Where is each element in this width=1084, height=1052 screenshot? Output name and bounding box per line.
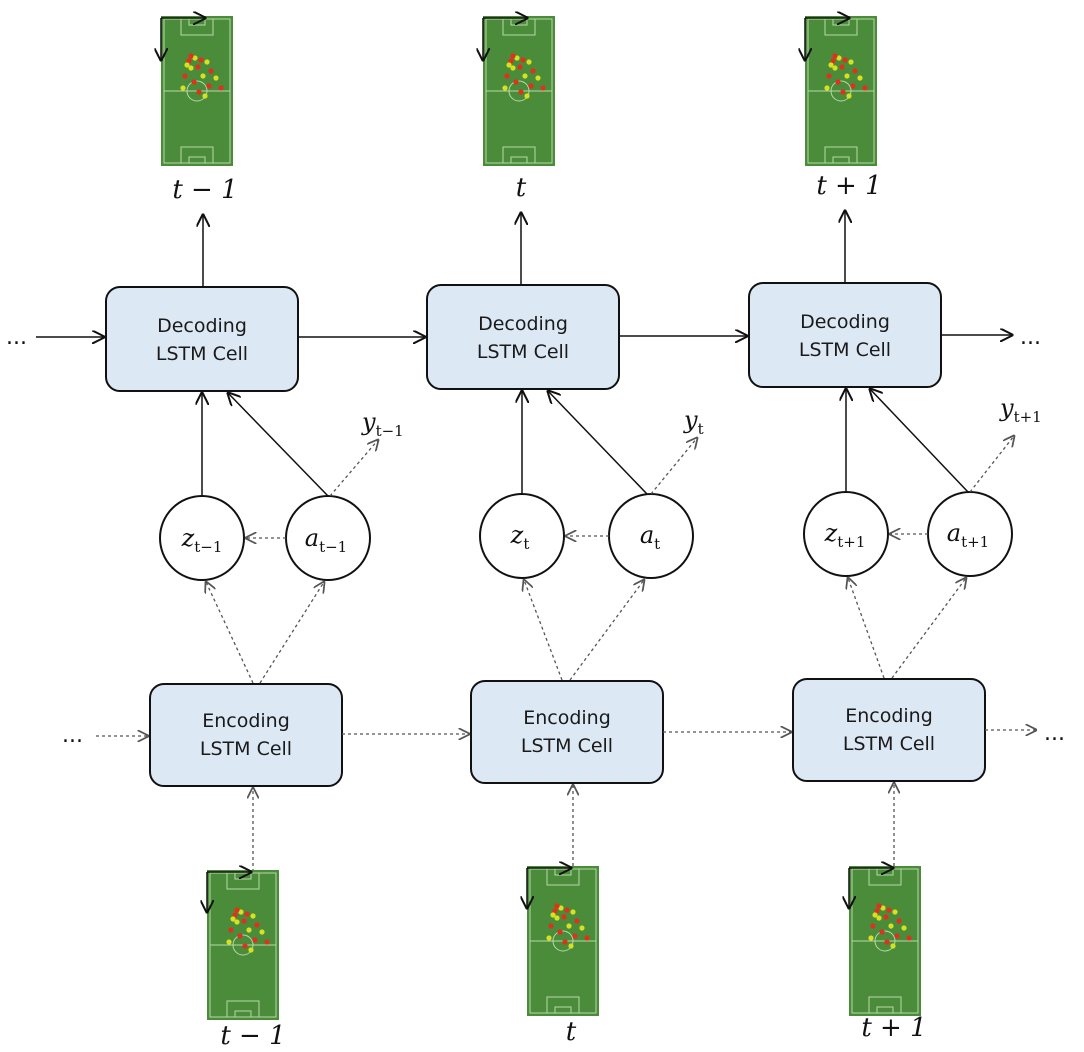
top-time-label-prev: t − 1 — [172, 175, 237, 205]
a-to-decoder-arrow-next — [870, 389, 969, 493]
encoder-to-z-arrow-prev — [206, 582, 254, 684]
encoding-cell-prev: Encoding LSTM Cell — [149, 683, 343, 787]
decoding-cell-label-1: Decoding — [157, 315, 247, 337]
top-time-label-next: t + 1 — [816, 171, 881, 201]
y-label-prev: yt−1 — [361, 408, 404, 440]
encoder-ellipsis-left: ... — [62, 723, 83, 748]
output-pitch-prev — [161, 16, 234, 167]
bottom-time-label-prev: t − 1 — [220, 1021, 285, 1051]
a-to-decoder-arrow-prev — [228, 393, 329, 497]
z-label-curr: zt — [510, 521, 530, 553]
decoding-cell-label-2: LSTM Cell — [477, 341, 569, 363]
decoding-cell-label-2: LSTM Cell — [156, 343, 248, 365]
bottom-time-label-next: t + 1 — [861, 1013, 926, 1043]
a-to-y-arrow-curr — [650, 438, 697, 495]
decoder-ellipsis-right: ... — [1020, 325, 1041, 350]
encoder-to-a-arrow-prev — [259, 582, 324, 684]
encoding-cell-label-1: Encoding — [202, 710, 290, 732]
encoding-cell-next: Encoding LSTM Cell — [792, 678, 986, 782]
bottom-time-label-curr: t — [566, 1017, 577, 1047]
encoder-to-z-arrow-curr — [524, 580, 563, 681]
z-label-prev: zt−1 — [181, 524, 223, 556]
encoder-ellipsis-right: ... — [1044, 721, 1065, 746]
a-to-y-arrow-prev — [329, 440, 378, 497]
y-label-next: yt+1 — [999, 394, 1042, 426]
a-label-next: at+1 — [947, 519, 989, 551]
z-label-next: zt+1 — [824, 519, 866, 551]
output-pitch-next — [805, 16, 878, 167]
a-to-decoder-arrow-curr — [548, 391, 648, 495]
input-pitch-next — [849, 866, 922, 1017]
encoding-cell-curr: Encoding LSTM Cell — [470, 680, 664, 784]
a-label-prev: at−1 — [305, 524, 347, 556]
encoder-to-a-arrow-curr — [569, 580, 644, 681]
top-time-label-curr: t — [516, 173, 527, 203]
input-pitch-prev — [207, 870, 280, 1021]
decoding-cell-prev: Decoding LSTM Cell — [105, 286, 299, 392]
encoder-to-a-arrow-next — [891, 578, 966, 679]
encoding-cell-label-2: LSTM Cell — [843, 733, 935, 755]
decoding-cell-next: Decoding LSTM Cell — [748, 282, 942, 388]
encoding-cell-label-1: Encoding — [523, 707, 611, 729]
encoding-cell-label-2: LSTM Cell — [521, 735, 613, 757]
decoding-cell-label-1: Decoding — [478, 313, 568, 335]
y-label-curr: yt — [683, 406, 704, 438]
input-pitch-curr — [527, 866, 600, 1017]
decoding-cell-label-1: Decoding — [800, 311, 890, 333]
output-pitch-curr — [483, 16, 556, 167]
a-label-curr: at — [640, 521, 660, 553]
encoding-cell-label-2: LSTM Cell — [200, 738, 292, 760]
encoding-cell-label-1: Encoding — [845, 705, 933, 727]
a-to-y-arrow-next — [969, 436, 1014, 493]
decoding-cell-label-2: LSTM Cell — [799, 339, 891, 361]
decoder-ellipsis-left: ... — [6, 325, 27, 350]
decoding-cell-curr: Decoding LSTM Cell — [426, 284, 620, 390]
encoder-to-z-arrow-next — [848, 578, 885, 679]
